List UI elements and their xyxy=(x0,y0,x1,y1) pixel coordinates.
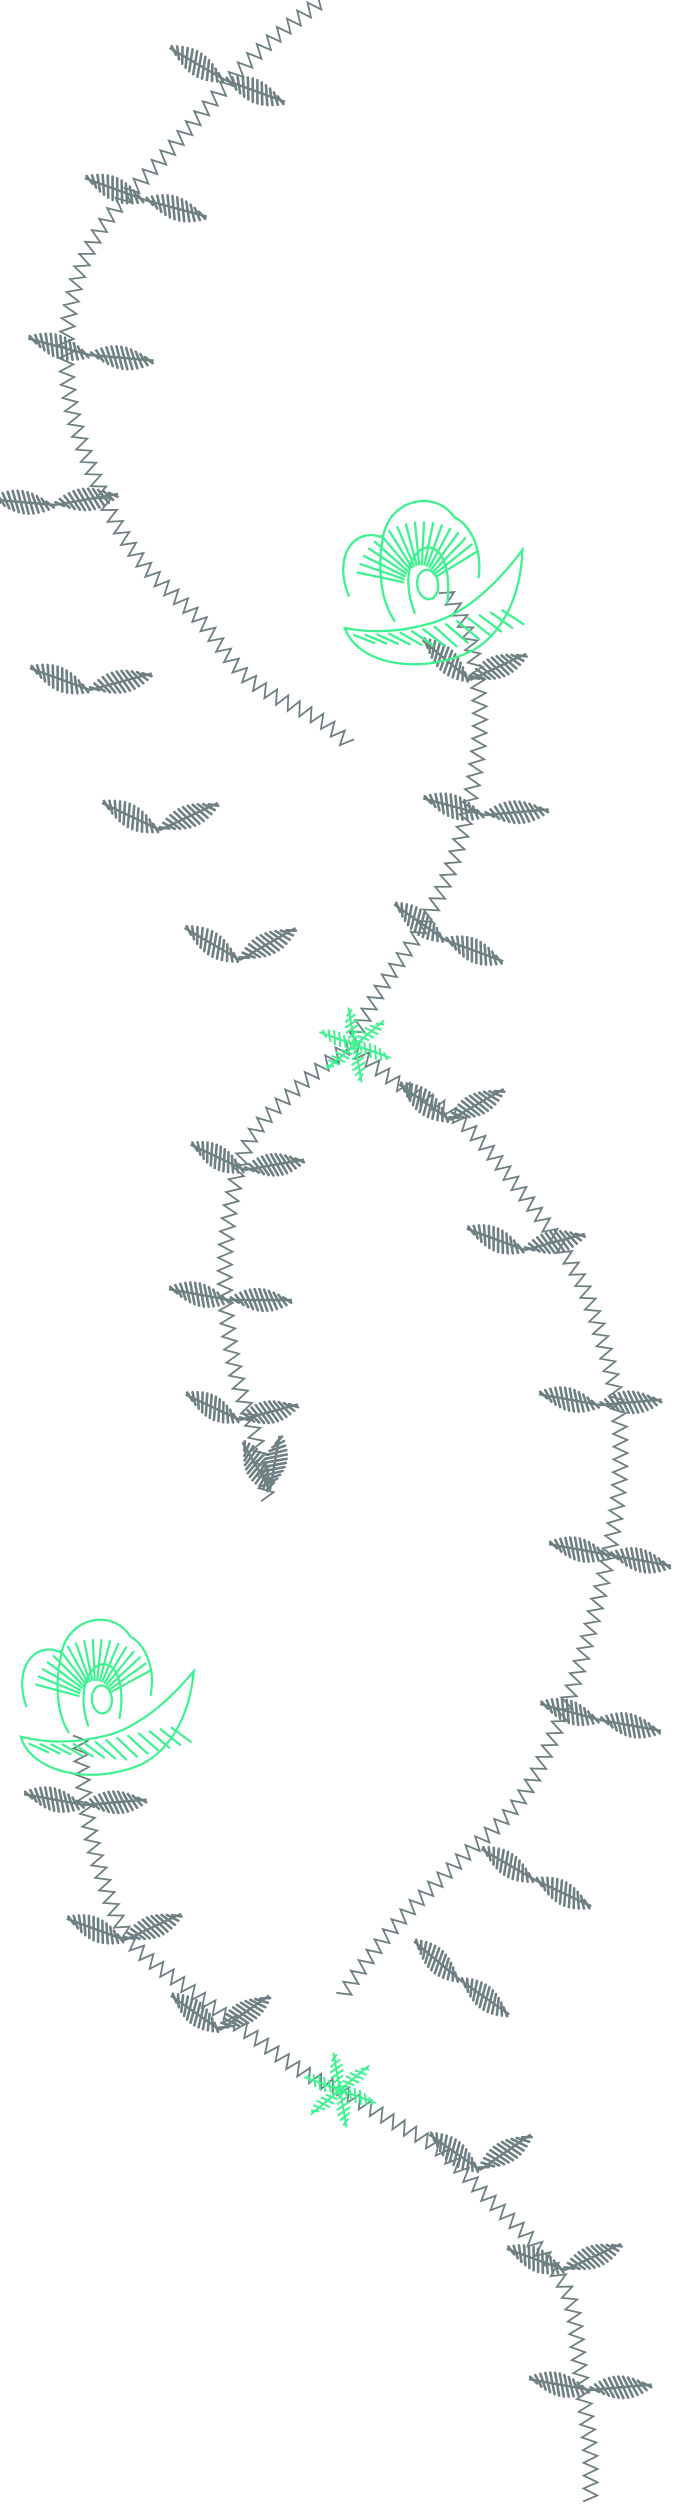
leaf-icon xyxy=(599,1712,662,1739)
leaf-icon xyxy=(468,652,528,682)
leaf-layer xyxy=(0,44,672,2400)
leaf-icon xyxy=(484,800,550,825)
asterisk-flower-icon xyxy=(318,1007,392,1083)
leaf-icon xyxy=(534,1876,592,1910)
leaf-icon xyxy=(444,935,504,966)
leaf-icon xyxy=(224,75,286,107)
leaf-icon xyxy=(168,44,226,84)
leaf-icon xyxy=(66,1914,126,1945)
leaf-icon xyxy=(506,2244,566,2275)
leaf-icon xyxy=(466,1224,526,1255)
leaf-icon xyxy=(238,1400,300,1425)
leaf-icon xyxy=(27,332,91,361)
leaf-icon xyxy=(548,1536,611,1563)
leaf-icon xyxy=(54,487,119,512)
leaf-icon xyxy=(158,801,220,832)
leaf-icon xyxy=(393,901,446,944)
vine-left-upper xyxy=(57,0,355,747)
leaf-icon xyxy=(243,1152,306,1177)
leaf-icon xyxy=(170,1992,221,2034)
leaf-icon xyxy=(261,1435,289,1491)
leaf-icon xyxy=(23,1786,86,1813)
rose-flower-icon xyxy=(342,499,525,666)
rose-flower-layer xyxy=(19,499,525,1776)
leaf-icon xyxy=(238,926,298,962)
leaf-icon xyxy=(101,799,161,834)
vine-right-upper xyxy=(347,590,490,1045)
leaf-icon xyxy=(241,1439,272,1493)
vine-center-lower-left xyxy=(215,1039,351,1502)
leaf-icon xyxy=(144,194,208,223)
star-flower-layer xyxy=(303,1007,392,2128)
leaf-icon xyxy=(563,2242,623,2272)
leaf-icon xyxy=(428,2131,481,2174)
leaf-icon xyxy=(539,1697,601,1727)
leaf-icon xyxy=(477,2133,533,2171)
leaf-icon xyxy=(609,1547,672,1574)
leaf-icon xyxy=(459,1976,510,2018)
leaf-icon xyxy=(88,669,153,694)
vine-bottom xyxy=(335,2085,600,2503)
leaf-icon xyxy=(168,1281,231,1308)
leaf-icon xyxy=(190,1140,246,1174)
leaf-icon xyxy=(123,1912,183,1942)
leaf-icon xyxy=(528,2371,591,2398)
leaf-icon xyxy=(589,2375,653,2400)
leaf-icon xyxy=(185,1390,241,1424)
leaf-icon xyxy=(448,1087,506,1122)
leaf-icon xyxy=(89,345,154,371)
leaf-icon xyxy=(217,1994,272,2031)
leaf-icon xyxy=(523,1229,587,1255)
leaf-icon xyxy=(0,489,56,515)
leaf-icon xyxy=(29,663,91,695)
vine-layer xyxy=(57,0,630,2503)
vine-right-long xyxy=(336,1042,630,1996)
rose-flower-icon xyxy=(19,1618,196,1776)
leaf-icon xyxy=(183,924,241,964)
vine-left-lower xyxy=(71,1734,334,2095)
leaf-icon xyxy=(229,1287,293,1313)
asterisk-flower-icon xyxy=(303,2052,377,2128)
leaf-icon xyxy=(84,1790,148,1815)
leaf-icon xyxy=(398,1081,451,1124)
leaf-icon xyxy=(84,173,146,205)
leaf-icon xyxy=(538,1386,601,1413)
leaf-icon xyxy=(599,1390,663,1415)
leaf-icon xyxy=(480,1845,536,1884)
leaf-icon xyxy=(413,1938,461,1983)
leaf-icon xyxy=(422,792,486,821)
